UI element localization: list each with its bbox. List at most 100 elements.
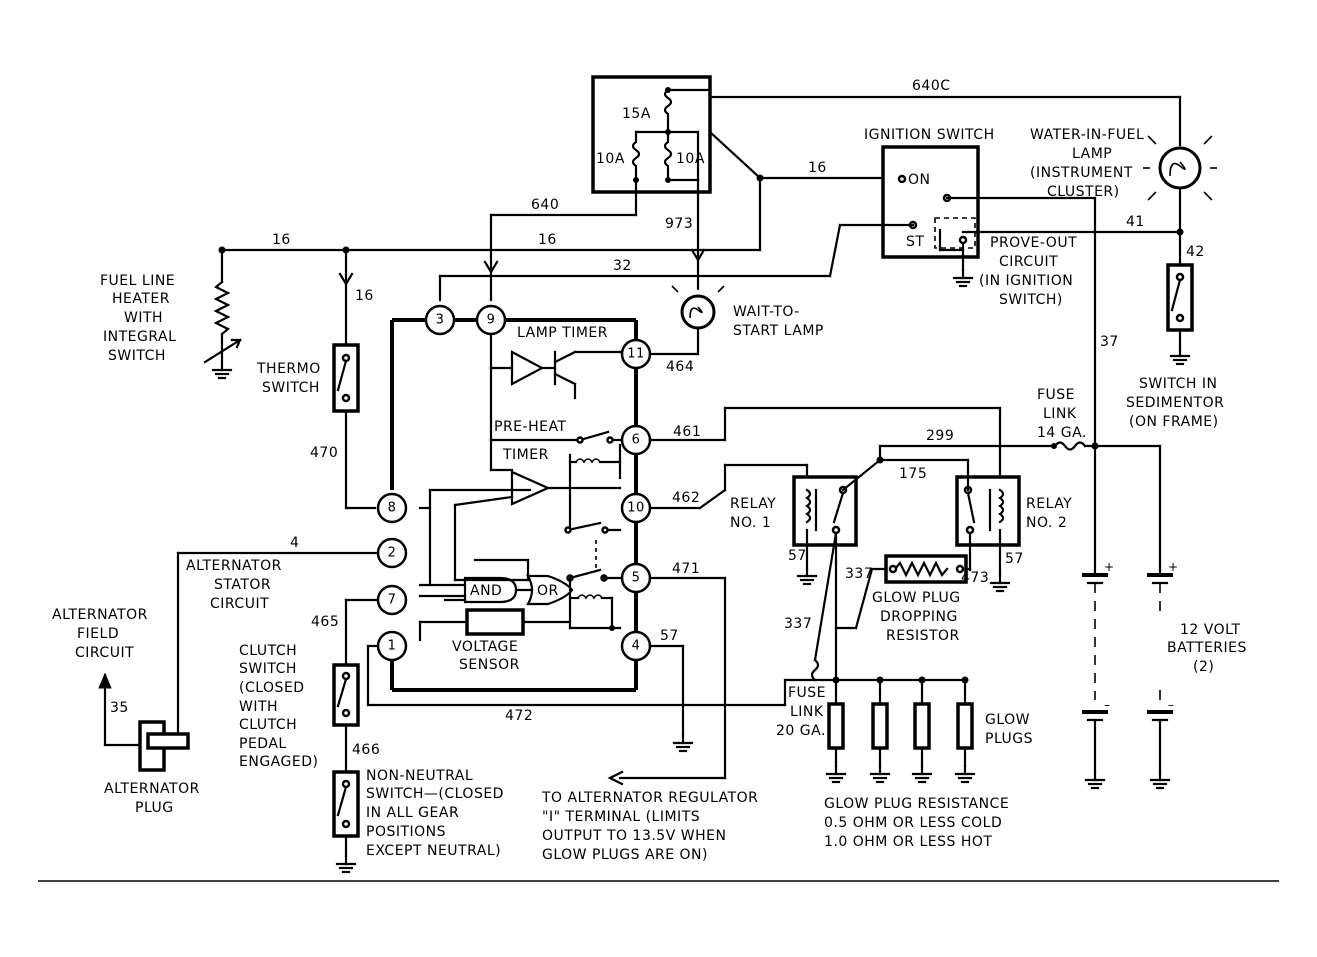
water-lamp-line1: WATER-IN-FUEL — [1030, 127, 1144, 143]
terminal-9-label: 9 — [487, 313, 496, 328]
wire-16-ign-label: 16 — [808, 160, 827, 176]
lamp-timer-label: LAMP TIMER — [517, 325, 608, 341]
wire-337-side-label: 337 — [784, 616, 812, 632]
fuse-panel: 15A 10A 10A — [591, 75, 712, 194]
battery-right-minus: – — [1168, 698, 1175, 712]
clutch-line2: SWITCH — [239, 661, 297, 677]
wire-464-label: 464 — [666, 359, 694, 375]
voltage-sensor-line1: VOLTAGE — [452, 639, 518, 655]
wire-640-label: 640 — [531, 197, 559, 213]
clutch-line3: (CLOSED — [239, 680, 305, 696]
wire-32-label: 32 — [613, 258, 632, 274]
sedimentor-line2: SEDIMENTOR — [1126, 395, 1224, 411]
fuse14-line2: LINK — [1043, 406, 1077, 422]
terminal-6-label: 6 — [632, 433, 641, 448]
battery-left — [1082, 573, 1108, 790]
wire-42-label: 42 — [1186, 244, 1205, 260]
sedimentor-line3: (ON FRAME) — [1129, 414, 1219, 430]
relay1-line2: NO. 1 — [730, 515, 771, 531]
non-neutral-line4: POSITIONS — [366, 824, 446, 840]
glow-plugs-line2: PLUGS — [985, 731, 1033, 747]
prove-out-line1: PROVE-OUT — [990, 235, 1077, 251]
wire-37-label: 37 — [1100, 334, 1119, 350]
fuse-10a-right-label: 10A — [676, 151, 705, 167]
regulator-line3: OUTPUT TO 13.5V WHEN — [542, 828, 726, 844]
thermo-line1: THERMO — [256, 361, 321, 377]
regulator-line4: GLOW PLUGS ARE ON) — [542, 847, 708, 863]
wire-473-label: 473 — [961, 570, 989, 586]
fuel-line-heater — [203, 248, 242, 380]
battery-right-plus: + — [1168, 560, 1179, 574]
wire-4-label: 4 — [290, 535, 299, 551]
terminal-10-label: 10 — [627, 501, 645, 516]
clutch-line6: PEDAL — [239, 736, 287, 752]
ignition-st-label: ST — [906, 234, 924, 250]
terminal-5-label: 5 — [632, 571, 641, 586]
alt-plug-line1: ALTERNATOR — [104, 781, 200, 797]
batteries-line2: BATTERIES — [1167, 640, 1247, 656]
regulator-line1: TO ALTERNATOR REGULATOR — [541, 790, 758, 806]
wire-41-label: 41 — [1126, 214, 1145, 230]
wire-299-label: 299 — [926, 428, 954, 444]
wire-461-label: 461 — [673, 424, 701, 440]
timer-label: TIMER — [502, 447, 549, 463]
fuse14-line3: 14 GA. — [1037, 425, 1087, 441]
wire-337-top-label: 337 — [845, 566, 873, 582]
non-neutral-switch — [332, 770, 360, 874]
wire-472-label: 472 — [505, 708, 533, 724]
clutch-line7: ENGAGED) — [239, 754, 318, 770]
terminal-1-label: 1 — [388, 639, 397, 654]
resistor-line2: DROPPING — [880, 609, 958, 625]
non-neutral-line1: NON-NEUTRAL — [366, 768, 473, 784]
clutch-line5: CLUTCH — [239, 717, 297, 733]
resistance-line3: 1.0 OHM OR LESS HOT — [824, 834, 992, 850]
wire-35-label: 35 — [110, 700, 129, 716]
terminal-8 — [376, 492, 408, 524]
clutch-line1: CLUTCH — [239, 643, 297, 659]
wire-466-label: 466 — [352, 742, 380, 758]
fuel-heater-line3: WITH — [124, 310, 163, 326]
relay2-line1: RELAY — [1026, 496, 1072, 512]
water-lamp-line2: LAMP — [1072, 146, 1112, 162]
thermo-line2: SWITCH — [262, 380, 320, 396]
sedimentor-switch — [1166, 263, 1194, 366]
fuel-heater-line5: SWITCH — [108, 348, 166, 364]
ignition-switch: IGNITION SWITCH ON ST — [864, 127, 1097, 288]
and-gate-label: AND — [470, 583, 502, 599]
batteries-line1: 12 VOLT — [1180, 622, 1241, 638]
clutch-switch — [332, 663, 360, 727]
or-gate-label: OR — [537, 583, 559, 599]
wire-175-label: 175 — [899, 466, 927, 482]
fuse20-line3: 20 GA. — [776, 723, 826, 739]
terminal-3 — [424, 304, 456, 336]
battery-left-minus: – — [1104, 698, 1111, 712]
prove-out-line3: (IN IGNITION — [979, 273, 1073, 289]
terminal-7-label: 7 — [388, 593, 397, 608]
field-line2: FIELD — [77, 626, 119, 642]
fuel-heater-line2: HEATER — [112, 291, 170, 307]
non-neutral-line2: SWITCH—(CLOSED — [366, 786, 504, 802]
wait-lamp-line1: WAIT-TO- — [733, 304, 800, 320]
resistor-line1: GLOW PLUG — [872, 590, 961, 606]
wire-57-relay2-label: 57 — [1005, 551, 1024, 567]
pre-heat-label: PRE-HEAT — [494, 419, 566, 435]
wire-16-thermo-label: 16 — [355, 288, 374, 304]
resistance-line2: 0.5 OHM OR LESS COLD — [824, 815, 1002, 831]
fuse20-line2: LINK — [790, 704, 824, 720]
non-neutral-line5: EXCEPT NEUTRAL) — [366, 843, 501, 859]
terminal-3-label: 3 — [436, 313, 445, 328]
fuse-15a-label: 15A — [622, 106, 651, 122]
wire-470-label: 470 — [310, 445, 338, 461]
field-line3: CIRCUIT — [75, 645, 134, 661]
terminal-9 — [475, 304, 507, 336]
thermo-switch — [332, 343, 360, 413]
field-line1: ALTERNATOR — [52, 607, 148, 623]
fuse14-line1: FUSE — [1037, 387, 1075, 403]
wire-57-relay1-label: 57 — [788, 548, 807, 564]
glow-plugs — [825, 678, 976, 784]
stator-line2: STATOR — [214, 577, 271, 593]
fuel-heater-line1: FUEL LINE — [100, 273, 175, 289]
fuel-heater-line4: INTEGRAL — [103, 329, 176, 345]
water-lamp-line4: CLUSTER) — [1047, 184, 1120, 200]
battery-left-plus: + — [1104, 560, 1115, 574]
